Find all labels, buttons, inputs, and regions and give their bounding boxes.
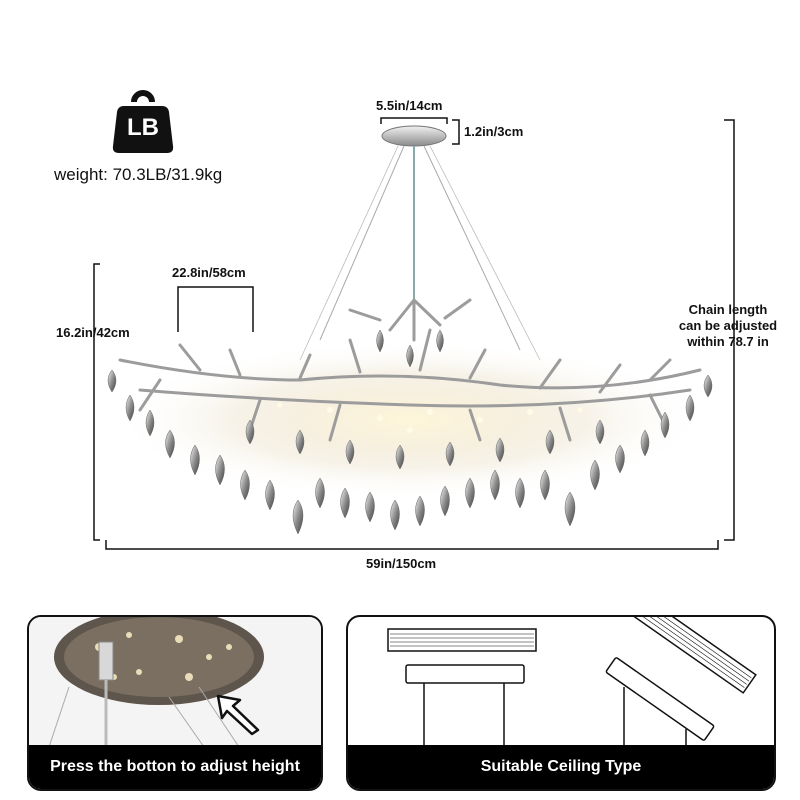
chain-length-label: Chain length can be adjusted within 78.7… — [668, 302, 788, 350]
weight-bag-icon — [112, 90, 174, 153]
chain-line-2: can be adjusted — [678, 318, 778, 333]
weight-badge-text: LB — [127, 114, 159, 141]
weight-badge: LB — [112, 88, 174, 154]
canopy-width-label: 5.5in/14cm — [376, 98, 443, 113]
chain-line-1: Chain length — [688, 302, 768, 317]
ceiling-type-panel: Suitable Ceiling Type — [346, 615, 776, 791]
branch-width-label: 22.8in/58cm — [172, 265, 246, 280]
chandelier-image — [107, 125, 713, 535]
weight-label: weight: 70.3LB/31.9kg — [54, 165, 223, 184]
body-height-label: 16.2in/42cm — [56, 325, 130, 340]
ceiling-diagram — [387, 617, 757, 747]
ceiling-type-caption: Suitable Ceiling Type — [348, 745, 774, 789]
chain-line-3: within 78.7 in — [687, 334, 769, 349]
pointer-arrow-icon — [216, 694, 260, 736]
adjust-height-caption: Press the botton to adjust height — [29, 745, 321, 789]
canopy-closeup-image — [29, 617, 321, 747]
dimension-lines — [93, 117, 735, 550]
total-width-label: 59in/150cm — [366, 556, 437, 571]
adjust-height-panel: Press the botton to adjust height — [27, 615, 323, 791]
canopy-height-label: 1.2in/3cm — [464, 124, 524, 139]
